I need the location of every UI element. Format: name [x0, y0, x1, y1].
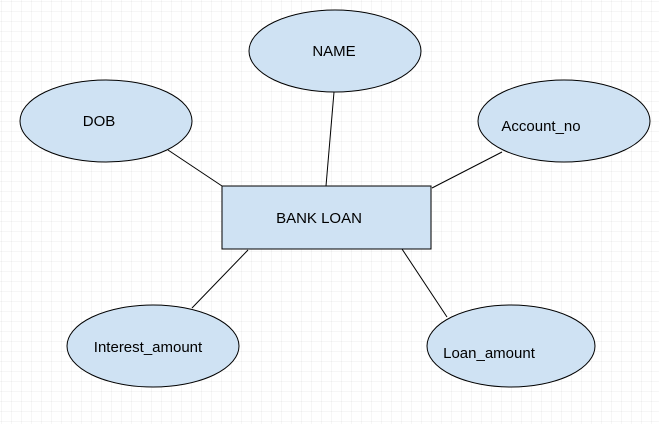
- entity-box[interactable]: [221, 185, 432, 250]
- attribute-name[interactable]: NAME: [248, 9, 422, 93]
- attribute-account-no[interactable]: Account_no: [477, 79, 651, 163]
- attribute-name-ellipse[interactable]: [248, 9, 422, 93]
- edge-interest-amount-entity: [191, 249, 249, 309]
- edge-dob-entity: [167, 149, 223, 187]
- attribute-loan-amount-ellipse[interactable]: [426, 304, 596, 388]
- attribute-dob-ellipse[interactable]: [19, 79, 193, 163]
- attribute-account-no-ellipse[interactable]: [477, 79, 651, 163]
- attribute-loan-amount[interactable]: Loan_amount: [426, 304, 596, 388]
- attribute-name-label: NAME: [312, 43, 355, 60]
- entity-bank-loan[interactable]: BANK LOAN: [221, 185, 432, 250]
- edge-account-no-entity: [431, 151, 503, 189]
- entity-label: BANK LOAN: [276, 210, 362, 227]
- attribute-account-no-label: Account_no: [501, 118, 580, 135]
- attribute-dob[interactable]: DOB: [19, 79, 193, 163]
- edge-name-entity: [325, 91, 335, 187]
- attribute-loan-amount-label: Loan_amount: [443, 345, 536, 362]
- edge-loan-amount-entity: [401, 248, 448, 318]
- attribute-interest-amount-label: Interest_amount: [94, 339, 203, 356]
- attribute-interest-amount[interactable]: Interest_amount: [66, 304, 240, 388]
- attribute-dob-label: DOB: [83, 113, 116, 130]
- attribute-interest-amount-ellipse[interactable]: [66, 304, 240, 388]
